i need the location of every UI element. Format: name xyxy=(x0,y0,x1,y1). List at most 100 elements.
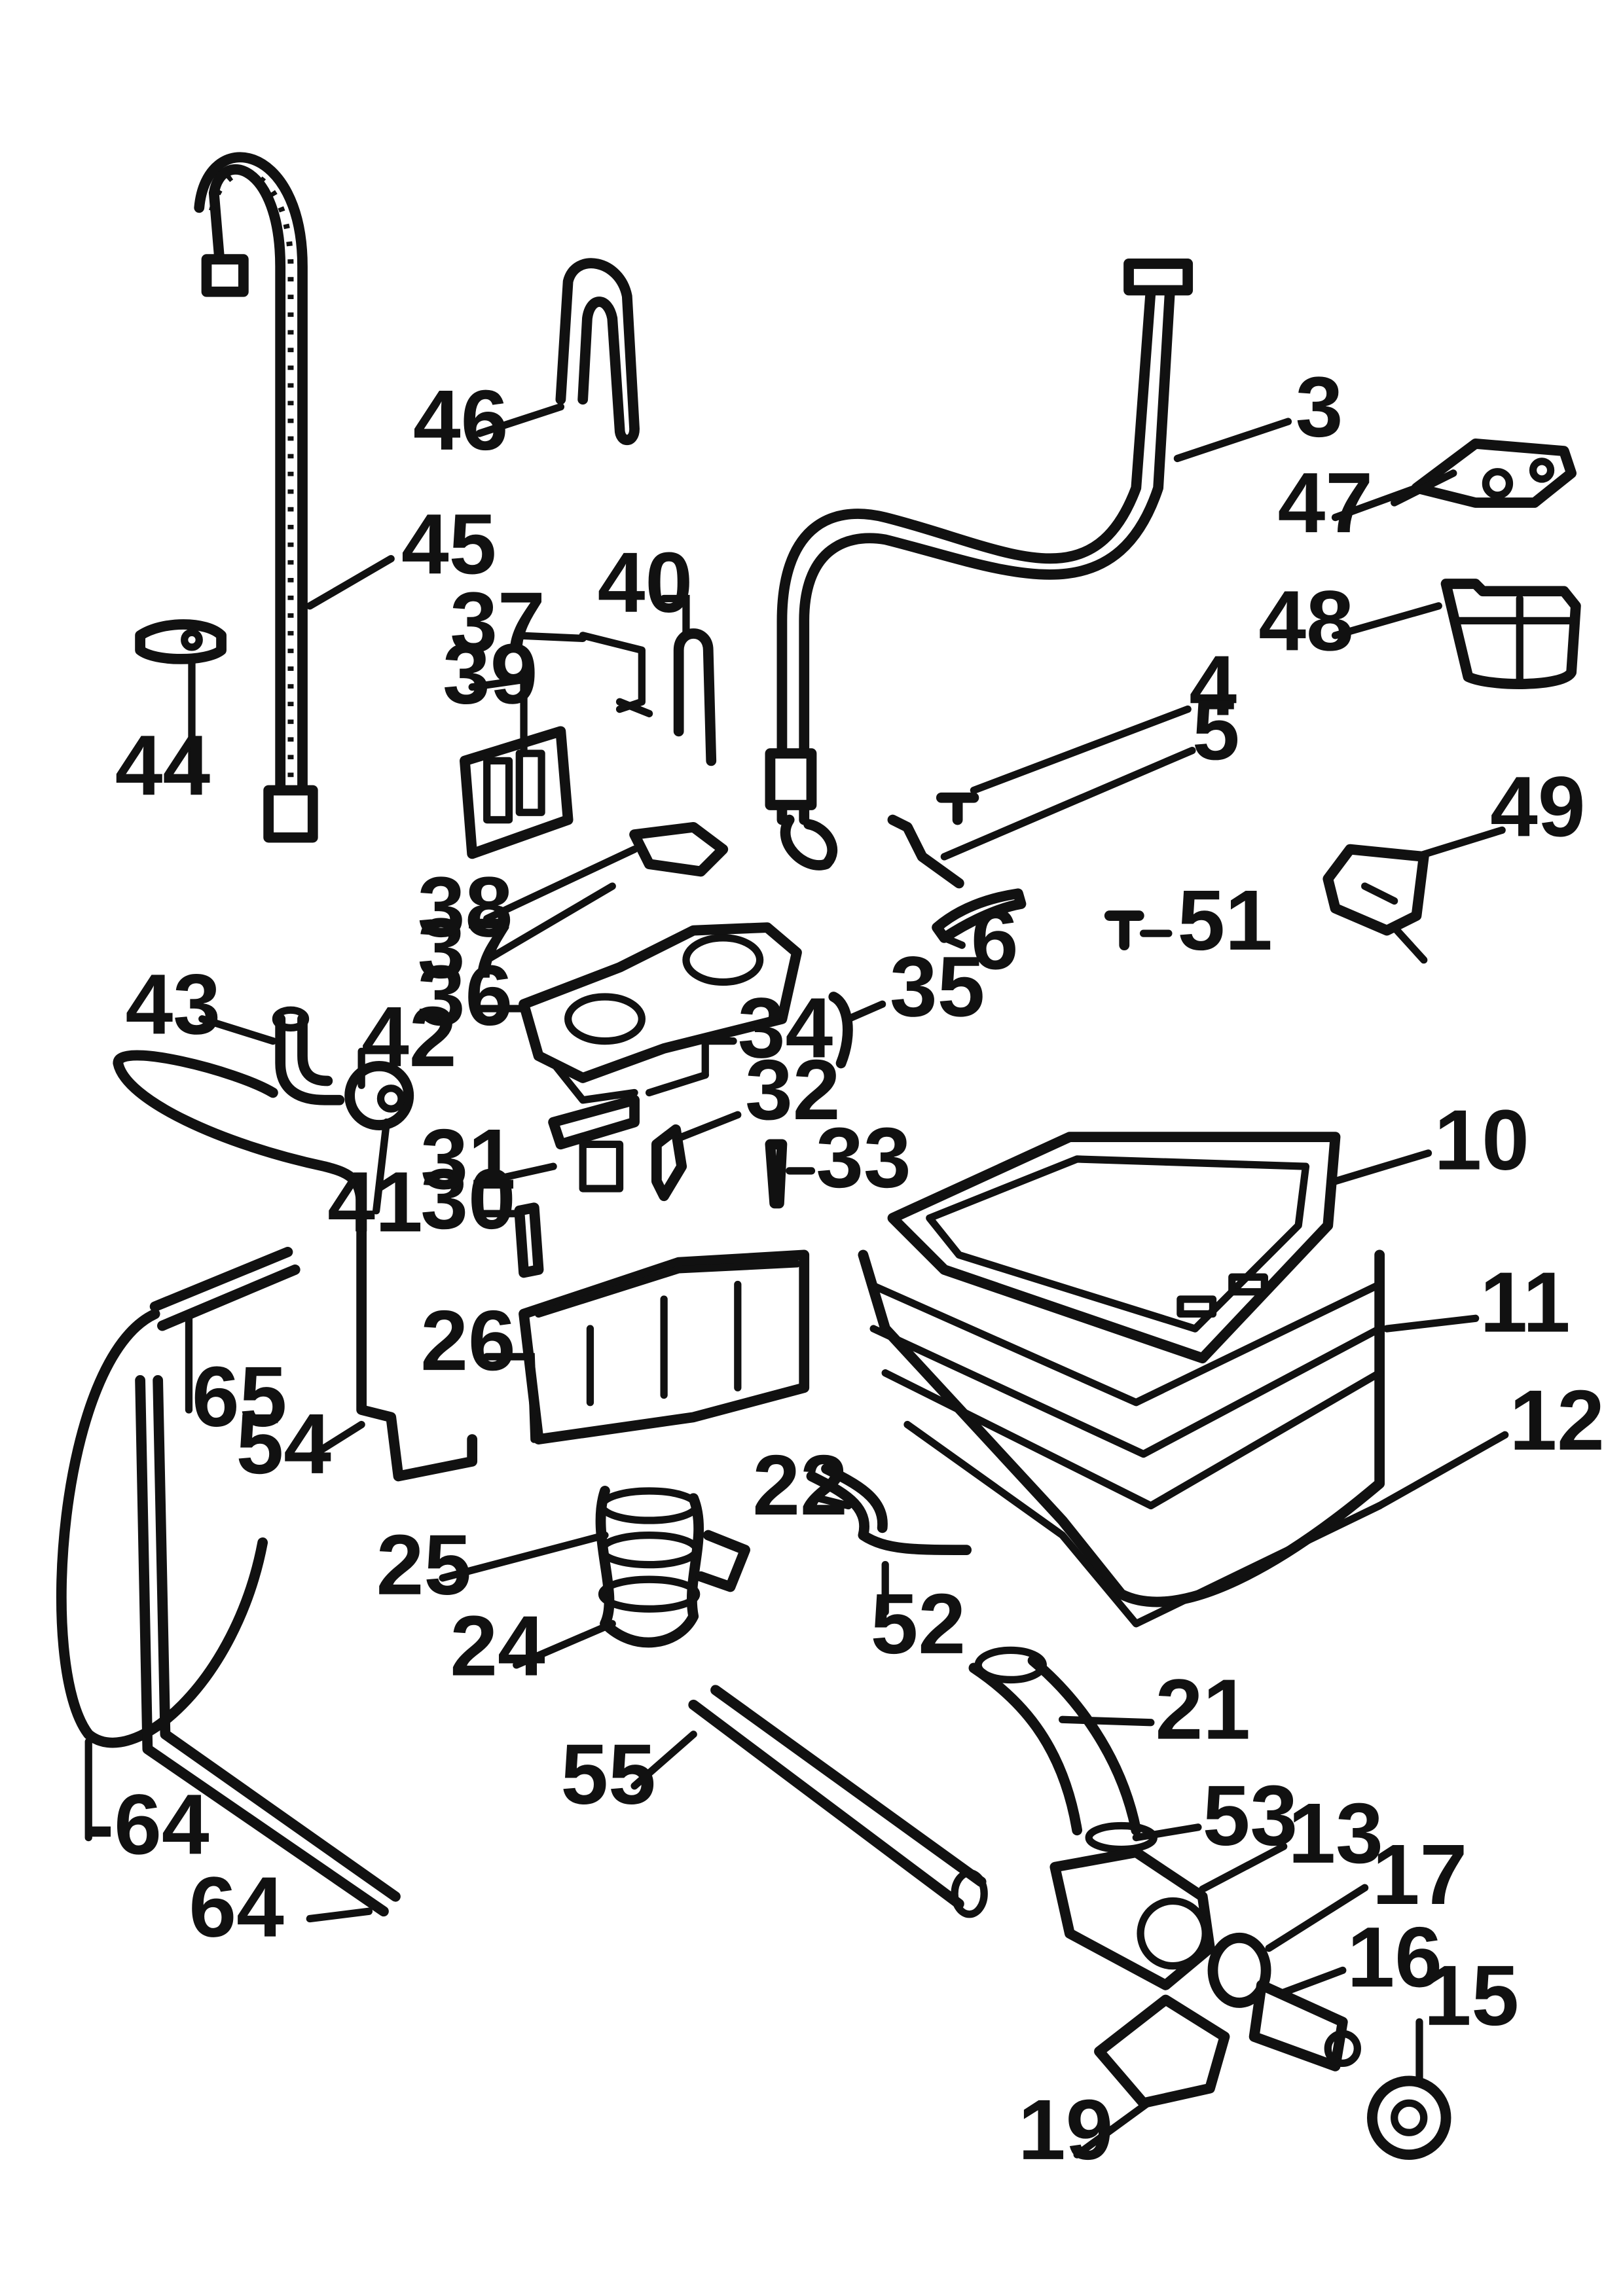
callout-13: 13 xyxy=(1288,1785,1383,1881)
callout-35: 35 xyxy=(890,939,985,1034)
callout-65: 65 xyxy=(192,1349,287,1444)
callout-31: 31 xyxy=(420,1111,515,1207)
leader-21 xyxy=(1058,1715,1155,1727)
callout-40: 40 xyxy=(598,535,693,630)
part-valve-31 xyxy=(548,1094,640,1193)
part-ring xyxy=(1207,1932,1271,2008)
callout-41: 41 xyxy=(327,1154,422,1249)
part-bracket-plate xyxy=(1391,439,1577,508)
leader-16 xyxy=(1280,1966,1347,1996)
part-bracket-upper xyxy=(579,632,653,717)
leader-25 xyxy=(439,1531,609,1582)
part-strip-30 xyxy=(514,1202,544,1278)
part-lever-5 xyxy=(887,814,964,889)
leader-17 xyxy=(1265,1884,1369,1952)
callout-19: 19 xyxy=(1018,2082,1113,2178)
callout-3: 3 xyxy=(1296,359,1343,455)
callout-39: 39 xyxy=(443,626,538,722)
callout-25: 25 xyxy=(376,1517,471,1613)
callout-42: 42 xyxy=(361,989,456,1085)
callout-5: 5 xyxy=(1192,682,1240,778)
callout-38: 38 xyxy=(418,859,513,955)
callout-4: 4 xyxy=(1189,638,1237,734)
leader-64b xyxy=(306,1907,373,1923)
leader-49 xyxy=(1412,826,1506,861)
callout-6: 6 xyxy=(971,891,1019,987)
part-gasket xyxy=(903,1420,1383,1628)
part-dispenser-housing xyxy=(519,1249,810,1444)
callout-26: 26 xyxy=(420,1293,515,1388)
leader-47 xyxy=(1331,484,1421,522)
leader-22 xyxy=(815,1494,852,1510)
part-inlet-hose xyxy=(765,259,1194,870)
part-bracket-19 xyxy=(1094,1994,1230,2109)
part-screw-51 xyxy=(1104,910,1144,951)
leader-38 xyxy=(483,846,638,923)
leader-12 xyxy=(1376,1431,1509,1510)
leader-37b xyxy=(483,882,616,964)
part-screw-4 xyxy=(936,792,979,825)
leader-19 xyxy=(1073,2099,1152,2159)
part-hose-hook xyxy=(555,258,640,445)
callout-labels: 3 4 5 6 10 11 12 13 15 16 17 19 21 22 24… xyxy=(86,359,1605,2178)
callout-12: 12 xyxy=(1509,1372,1604,1468)
callout-51: 51 xyxy=(1177,872,1272,968)
leader-44 xyxy=(166,654,196,783)
part-bellows xyxy=(595,1486,750,1648)
leader-54 xyxy=(306,1420,365,1461)
leader-5 xyxy=(940,747,1196,861)
leader-24 xyxy=(513,1620,616,1669)
part-tub-top xyxy=(887,1132,1341,1364)
callout-52: 52 xyxy=(871,1576,966,1672)
callout-54: 54 xyxy=(236,1396,331,1492)
callout-17: 17 xyxy=(1372,1827,1467,1922)
leader-48 xyxy=(1331,602,1442,639)
part-tube-64b xyxy=(135,1375,401,1917)
leader-39 xyxy=(468,675,528,757)
callout-30: 30 xyxy=(420,1151,515,1247)
leader-4 xyxy=(970,705,1192,795)
part-seal-ring xyxy=(344,1061,414,1130)
leader-43 xyxy=(198,1015,277,1045)
part-u-bar xyxy=(673,628,717,766)
part-drain-hose xyxy=(194,152,318,843)
callout-22: 22 xyxy=(752,1437,847,1533)
part-hose-22 xyxy=(806,1463,972,1556)
callout-21: 21 xyxy=(1156,1662,1250,1757)
callout-10: 10 xyxy=(1434,1092,1529,1188)
part-pump-housing xyxy=(1049,1847,1215,1990)
leader-32 xyxy=(678,1111,742,1141)
part-tube-54 xyxy=(113,1050,478,1482)
leader-45 xyxy=(306,555,395,610)
callout-43: 43 xyxy=(126,956,221,1052)
callout-49: 49 xyxy=(1490,759,1585,854)
callout-34: 34 xyxy=(738,980,833,1075)
leader-31 xyxy=(483,1162,557,1185)
part-valve-panel xyxy=(460,726,574,859)
part-knob xyxy=(1366,2075,1451,2160)
part-tube-55 xyxy=(688,1685,988,1918)
part-flap-32 xyxy=(651,1124,687,1202)
leader-3 xyxy=(1173,418,1292,463)
callout-11: 11 xyxy=(1480,1255,1570,1350)
leader-10 xyxy=(1331,1149,1432,1185)
leader-55 xyxy=(630,1731,697,1790)
leader-13 xyxy=(1199,1842,1288,1893)
leader-34 xyxy=(701,1037,737,1079)
part-filter xyxy=(1249,1980,1361,2072)
part-spring xyxy=(149,1246,301,1331)
part-pin-33 xyxy=(765,1139,788,1209)
callout-16: 16 xyxy=(1347,1909,1442,2005)
leader-35 xyxy=(845,1000,886,1023)
part-dispenser-lid xyxy=(519,922,802,1104)
callout-15: 15 xyxy=(1424,1948,1519,2043)
leader-11 xyxy=(1383,1314,1480,1333)
leader-53 xyxy=(1132,1823,1202,1842)
callout-37a: 37 xyxy=(450,575,545,670)
leader-26 xyxy=(483,1353,538,1443)
part-rod xyxy=(645,1071,709,1097)
callout-64b: 64 xyxy=(189,1859,283,1955)
callout-47: 47 xyxy=(1278,455,1373,550)
part-handle-6 xyxy=(932,888,1027,943)
